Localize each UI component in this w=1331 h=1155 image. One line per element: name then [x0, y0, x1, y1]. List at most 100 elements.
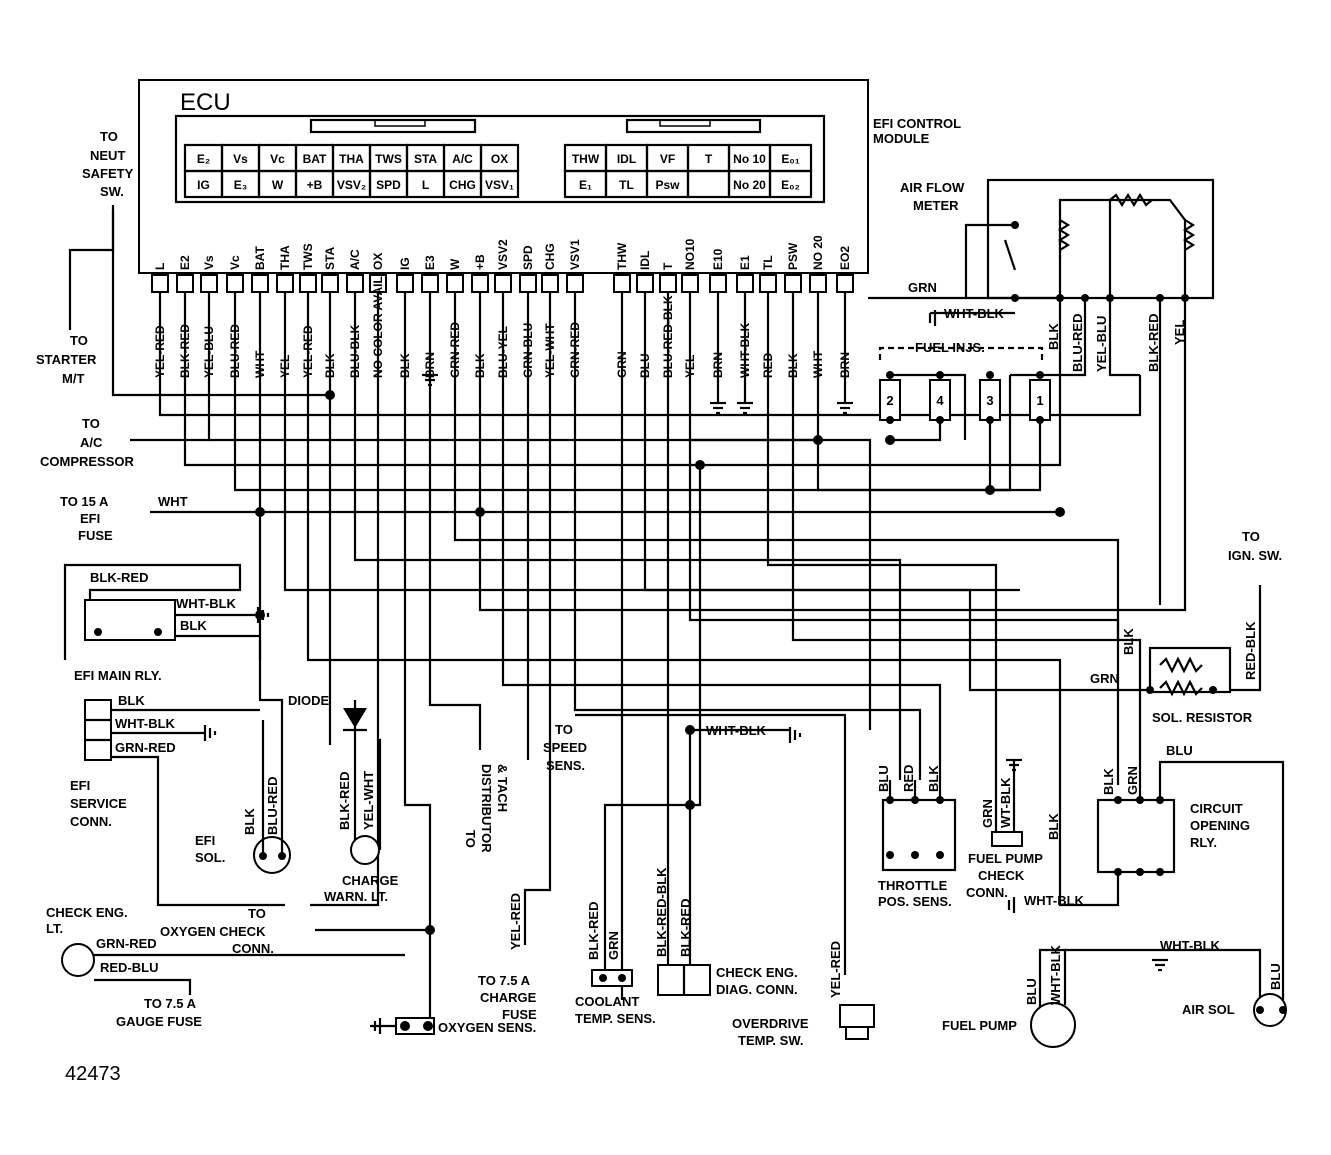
ecu-pin-label: E2: [178, 255, 192, 270]
service-wire-3: GRN-RED: [115, 740, 176, 755]
ecu-pin-tab: [566, 274, 584, 293]
sol-res-wire-3: RED-BLK: [1243, 621, 1258, 680]
ecu-cell: [768, 169, 813, 199]
afm-wire-4: BLK-RED: [1146, 314, 1161, 373]
efi-fuse-label-1: TO 15 A: [60, 494, 109, 509]
efi-sol-wire-2: BLU-RED: [265, 777, 280, 836]
fuel-pump-label: FUEL PUMP: [942, 1018, 1017, 1033]
ecu-cell-label: IDL: [617, 152, 636, 166]
ecu-cell-label: +B: [307, 178, 323, 192]
coolant-label-1: COOLANT: [575, 994, 639, 1009]
efi-sol-wire-1: BLK: [242, 808, 257, 835]
ecu-cell-label: VSV₂: [337, 178, 366, 192]
ecu-pin-tab: [784, 274, 802, 293]
ecu-cell-label: Vc: [270, 152, 285, 166]
ecu-pin-label: TL: [761, 255, 775, 270]
ecu-pin-label: Vc: [228, 255, 242, 270]
ecu-pin-label: CHG: [543, 243, 557, 270]
ecu-pin-tab: [151, 274, 169, 293]
efi-fuse-wire: WHT: [158, 494, 188, 509]
efi-service-connector: [84, 699, 112, 761]
tps-wire-3: BLK: [926, 765, 941, 792]
injector-number: 3: [986, 393, 993, 408]
ecu-cell-label: VF: [660, 152, 675, 166]
fp-check-wire-2: WT-BLK: [998, 777, 1013, 828]
efi-sol-label-2: SOL.: [195, 850, 225, 865]
afm-wire-2: BLU-RED: [1070, 314, 1085, 373]
oxy-check-label-3: CONN.: [232, 941, 274, 956]
ecu-pin-label: EO2: [838, 246, 852, 270]
injector-number: 2: [886, 393, 893, 408]
coolant-label-2: TEMP. SENS.: [575, 1011, 656, 1026]
fuel-pump: [1030, 1002, 1076, 1048]
ecu-pin-tab: [346, 274, 364, 293]
ac-comp-label-2: A/C: [80, 435, 103, 450]
ecu-cell-label: Psw: [655, 178, 680, 192]
check-eng-light: [61, 943, 95, 977]
charge-warn-light: [350, 835, 380, 865]
cor-wire-2: GRN: [1125, 766, 1140, 795]
ecu-cell-label: TWS: [375, 152, 402, 166]
cor-gnd: WHT-BLK: [1024, 893, 1085, 908]
ground-symbols: [203, 310, 1168, 1034]
diag-conn-label-1: CHECK ENG.: [716, 965, 798, 980]
ecu-pin-label: THW: [615, 242, 629, 270]
fp-check-label-2: CHECK: [978, 868, 1025, 883]
ecu-pin-tab: [759, 274, 777, 293]
air-flow-label-1: AIR FLOW: [900, 180, 965, 195]
ign-sw-label-2: IGN. SW.: [1228, 548, 1282, 563]
efi-sol-label-1: EFI: [195, 833, 215, 848]
tps-label-1: THROTTLE: [878, 878, 948, 893]
ecu-pin-tab: [176, 274, 194, 293]
ecu-cell-label: TL: [619, 178, 634, 192]
ecu-cell-label: SPD: [376, 178, 401, 192]
afm-grn: GRN: [908, 280, 937, 295]
coolant-wire-1: BLK-RED: [586, 902, 601, 961]
ecu-pin-label: BAT: [253, 246, 267, 270]
cor-label-1: CIRCUIT: [1190, 801, 1243, 816]
ecu-pin-tab: [471, 274, 489, 293]
main-rly-label: EFI MAIN RLY.: [74, 668, 162, 683]
bottom-wire-3: WHT-BLK: [1160, 938, 1221, 953]
ecu-pin-label: E10: [711, 248, 725, 270]
afm-wire-3: YEL-BLU: [1094, 316, 1109, 372]
bottom-wire-2: BLU: [1024, 978, 1039, 1005]
ecu-cell-label: W: [272, 178, 284, 192]
ecu-pin-tab: [681, 274, 699, 293]
gauge-fuse-label-1: TO 7.5 A: [144, 996, 197, 1011]
bottom-wire-1: WHT-BLK: [1048, 944, 1063, 1005]
ecu-pin-tab: [200, 274, 218, 293]
ecu-cell-label: OX: [491, 152, 508, 166]
ecu-pin-tab: [421, 274, 439, 293]
oxy-sens-label: OXYGEN SENS.: [438, 1020, 536, 1035]
gauge-fuse-label-2: GAUGE FUSE: [116, 1014, 202, 1029]
service-conn-label-2: SERVICE: [70, 796, 127, 811]
oxy-check-label-2: OXYGEN CHECK: [160, 924, 266, 939]
air-flow-meter: [986, 178, 1215, 300]
injector-number: 4: [936, 393, 944, 408]
main-rly-wire-top: BLK-RED: [90, 570, 149, 585]
diag-wire-1: BLK-RED-BLK: [654, 867, 669, 957]
ecu-pin-label: OX: [371, 253, 385, 270]
service-wire-2: WHT-BLK: [115, 716, 176, 731]
ecu-module-label-1: EFI CONTROL: [873, 116, 961, 131]
bottom-wire-4: BLU: [1268, 963, 1283, 990]
check-eng-lt-label-2: LT.: [46, 921, 63, 936]
ecu-connector: [174, 114, 826, 204]
charge-wire-2: YEL-WHT: [361, 771, 376, 830]
service-wire-1: BLK: [118, 693, 145, 708]
check-eng-wire-2: RED-BLU: [100, 960, 159, 975]
ecu-pin-label: E3: [423, 255, 437, 270]
cor-label-2: OPENING: [1190, 818, 1250, 833]
figure-number: 42473: [65, 1063, 121, 1085]
ecu-cell-label: IG: [197, 178, 210, 192]
ecu-pin-label: SPD: [521, 245, 535, 270]
ecu-pin-label: +B: [473, 254, 487, 270]
distributor-label-3: & TACH: [495, 764, 510, 812]
ecu-pin-tab: [613, 274, 631, 293]
ecu-cell-label: STA: [414, 152, 437, 166]
ecu-pin-tab: [251, 274, 269, 293]
charge-lt-label-1: CHARGE: [342, 873, 399, 888]
